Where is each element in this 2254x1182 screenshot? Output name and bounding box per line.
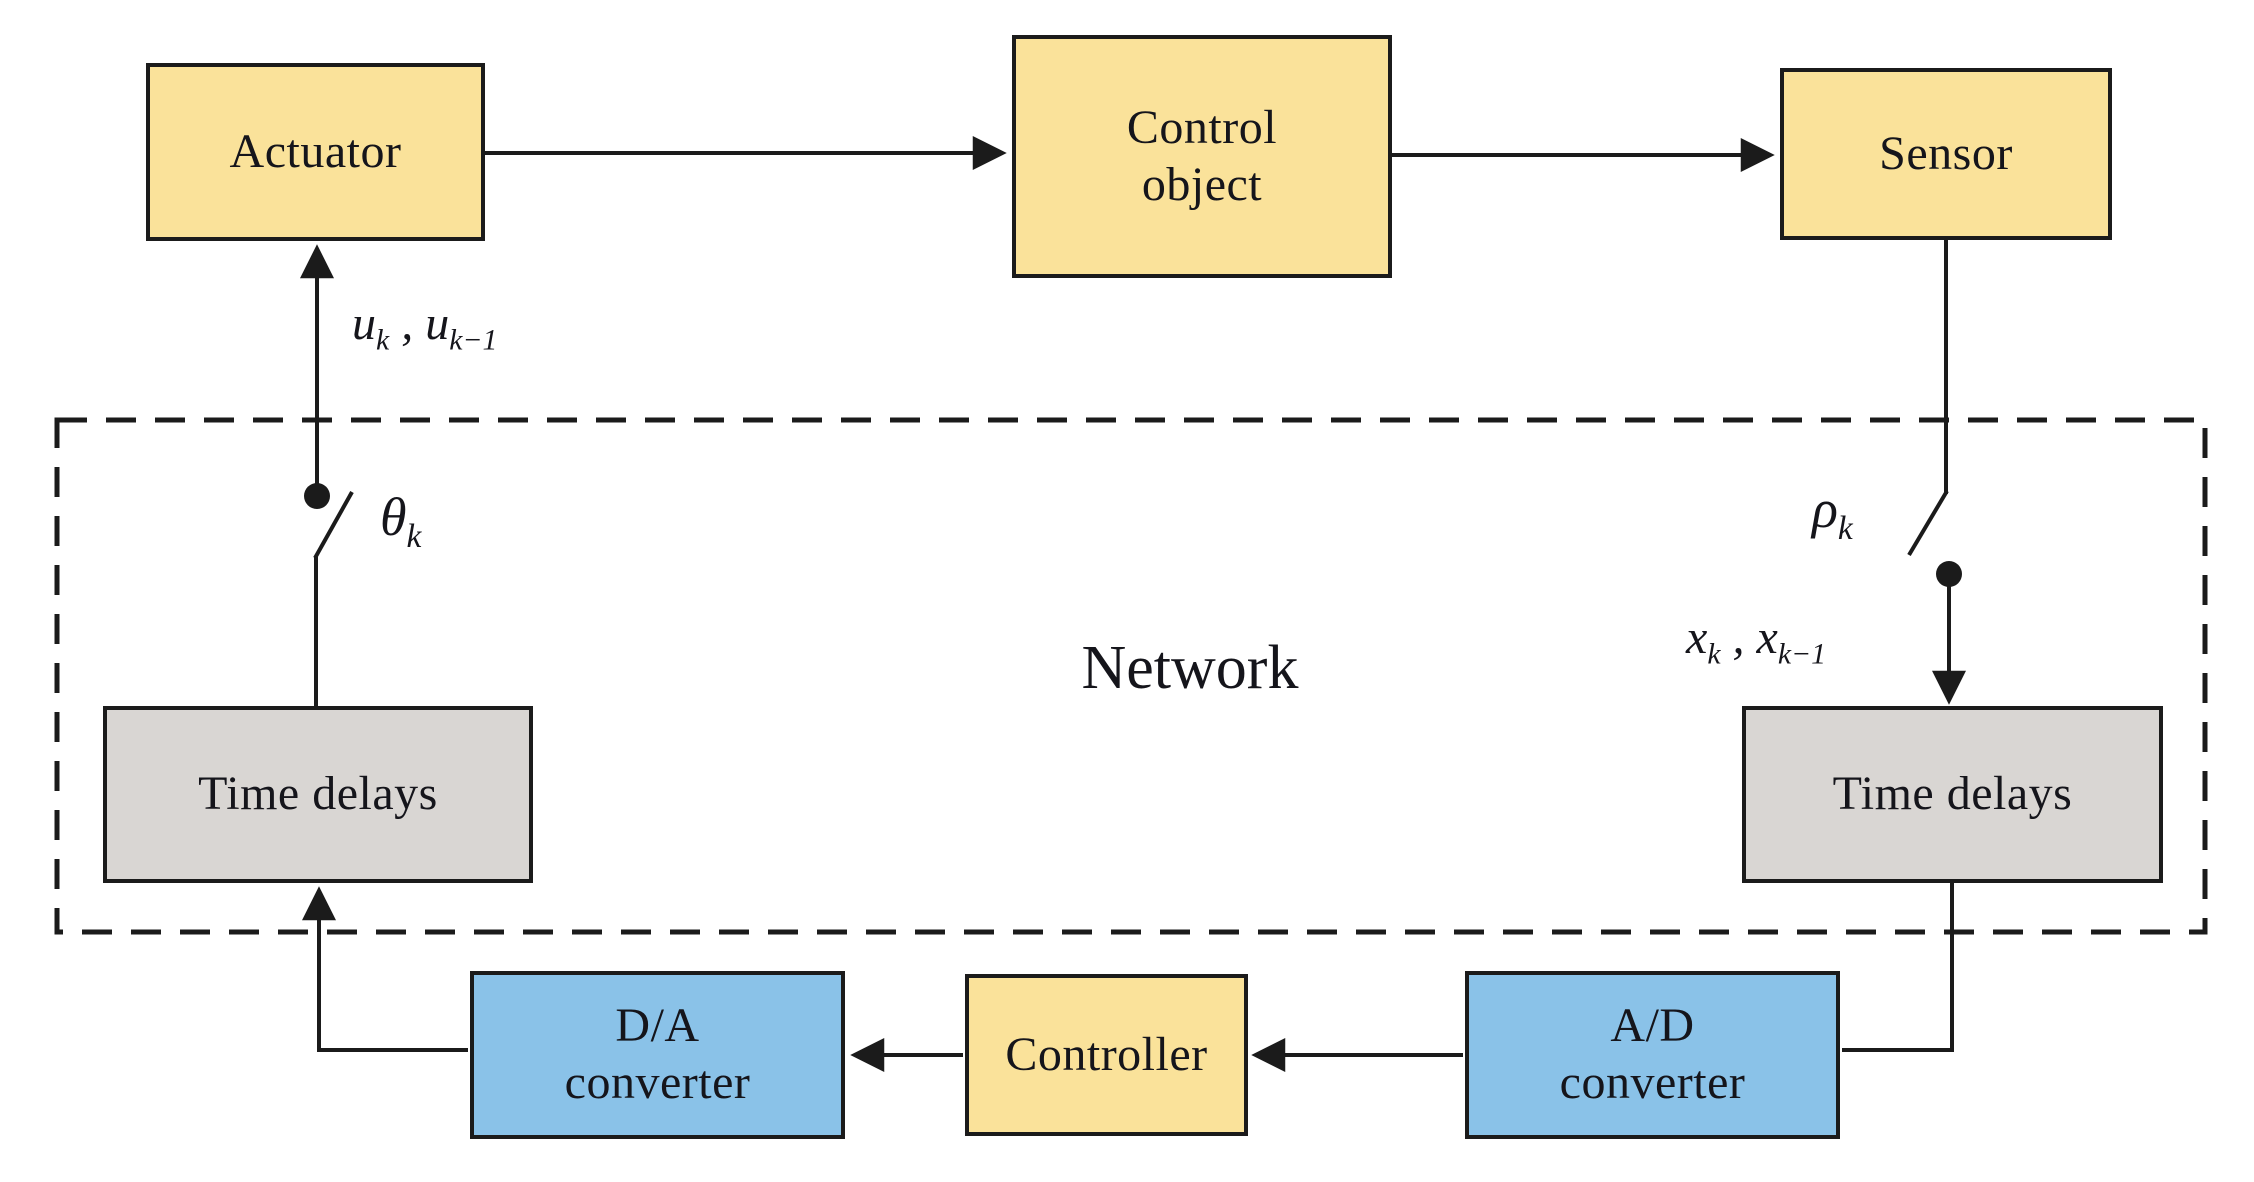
x-separator: , <box>1720 611 1757 664</box>
u-term2-sub: k−1 <box>449 323 498 357</box>
theta-base: θ <box>380 487 407 547</box>
signal-label-u: uk , uk−1 <box>352 296 497 355</box>
u-term1-sub: k <box>376 323 390 357</box>
da-converter-box: D/A converter <box>470 971 845 1139</box>
actuator-label: Actuator <box>229 124 402 178</box>
time-delays-left-label: Time delays <box>198 767 438 821</box>
u-term1: u <box>352 297 376 350</box>
network-label: Network <box>1081 634 1299 702</box>
switch-left-arm <box>313 491 354 559</box>
control-object-label-line2: object <box>1141 157 1263 211</box>
ad-converter-label-line1: A/D <box>1610 999 1695 1053</box>
theta-sub: k <box>406 517 422 555</box>
u-term2: u <box>425 297 450 350</box>
x-term2-sub: k−1 <box>1777 637 1826 671</box>
signal-label-x: xk , xk−1 <box>1686 610 1826 669</box>
x-term2: x <box>1756 611 1778 664</box>
switch-left-contact-dot <box>304 483 330 509</box>
rho-base: ρ <box>1812 479 1838 539</box>
line-time-delays-right-to-ad <box>1842 883 1954 1052</box>
arrow-da-to-time-delays-left <box>302 886 468 1052</box>
time-delays-right-label: Time delays <box>1832 767 2073 821</box>
controller-box: Controller <box>965 974 1248 1136</box>
sensor-box: Sensor <box>1780 68 2112 240</box>
ad-converter-label-line2: converter <box>1559 1056 1746 1109</box>
time-delays-left-box: Time delays <box>103 706 533 883</box>
control-object-label-line1: Control <box>1126 100 1278 154</box>
time-delays-right-box: Time delays <box>1742 706 2163 883</box>
signal-label-rho: ρk <box>1812 478 1853 545</box>
rho-sub: k <box>1837 509 1853 547</box>
actuator-box: Actuator <box>146 63 485 241</box>
signal-label-theta: θk <box>380 486 421 553</box>
ad-converter-box: A/D converter <box>1465 971 1840 1139</box>
network-boundary <box>54 417 2208 935</box>
x-term1: x <box>1686 611 1708 664</box>
sensor-label: Sensor <box>1879 126 2013 180</box>
switch-right-arm <box>1907 489 1949 557</box>
da-converter-label-line2: converter <box>564 1056 751 1109</box>
switch-right-contact-dot <box>1936 561 1962 587</box>
controller-label: Controller <box>1005 1027 1208 1081</box>
da-converter-label-line1: D/A <box>615 999 700 1053</box>
x-term1-sub: k <box>1707 637 1721 671</box>
u-separator: , <box>389 297 426 350</box>
control-object-box: Control object <box>1012 35 1392 278</box>
